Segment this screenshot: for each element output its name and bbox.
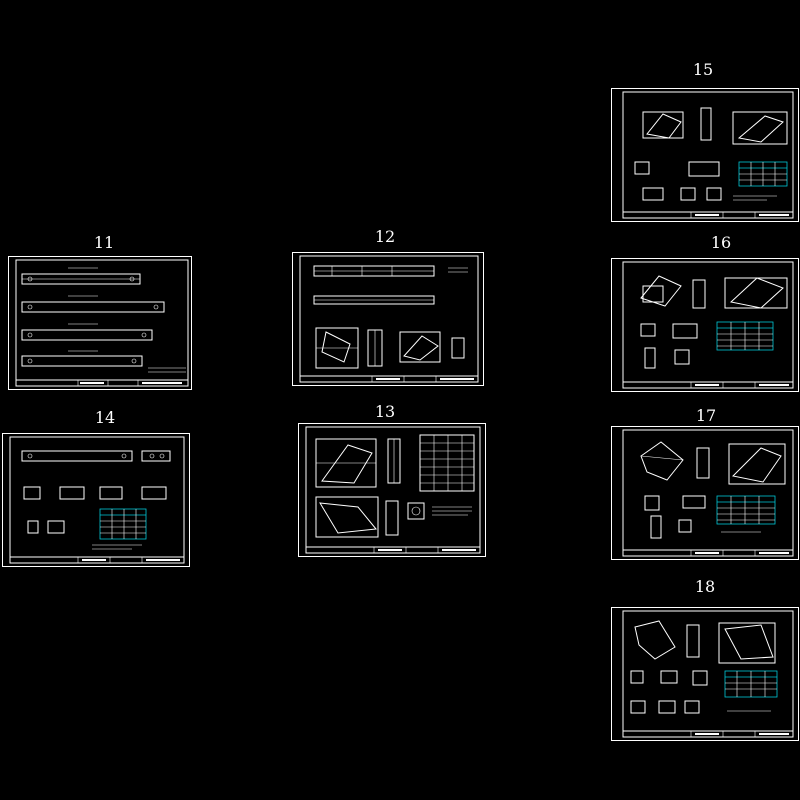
sections <box>630 670 708 714</box>
title-block <box>623 211 793 218</box>
joint-detail-left <box>315 327 383 369</box>
drawing-sheet-12[interactable] <box>292 252 484 386</box>
material-table <box>733 161 788 201</box>
drawing-sheet-17[interactable] <box>611 426 799 560</box>
drawing-sheet-15[interactable] <box>611 88 799 222</box>
connection-detail <box>640 441 786 485</box>
title-block <box>623 730 793 737</box>
sheet-label-14: 14 <box>94 408 116 427</box>
drawing-sheet-11[interactable] <box>8 256 192 390</box>
node-plan <box>315 438 401 488</box>
material-table <box>716 321 774 351</box>
title-block <box>306 546 480 553</box>
sections <box>640 323 698 369</box>
sheet-label-16: 16 <box>710 233 732 252</box>
beam-elevation <box>313 265 468 305</box>
sheet-label-15: 15 <box>692 60 714 79</box>
sheet-label-13: 13 <box>374 402 396 421</box>
title-block <box>623 549 793 556</box>
joint-detail-right <box>399 331 465 363</box>
sheet-label-11: 11 <box>93 233 115 252</box>
drawing-sheet-16[interactable] <box>611 258 799 392</box>
connection-detail <box>640 275 788 309</box>
drawing-sheet-18[interactable] <box>611 607 799 741</box>
connection-detail <box>642 107 788 145</box>
beam-elevation <box>21 450 171 462</box>
material-table <box>419 434 475 516</box>
material-table <box>724 670 778 712</box>
material-table <box>92 508 147 550</box>
sheet-label-18: 18 <box>694 577 716 596</box>
title-block <box>16 367 188 386</box>
node-elevation <box>315 496 425 538</box>
sections <box>644 495 706 539</box>
sheet-label-12: 12 <box>374 227 396 246</box>
material-table <box>716 495 776 533</box>
drawing-sheet-14[interactable] <box>2 433 190 567</box>
connection-detail <box>634 620 776 664</box>
drawing-sheet-13[interactable] <box>298 423 486 557</box>
title-block <box>623 381 793 388</box>
sheet-label-17: 17 <box>695 406 717 425</box>
sections <box>634 161 722 201</box>
beam-elevations <box>21 267 165 367</box>
title-block <box>10 556 184 563</box>
title-block <box>300 375 478 382</box>
section-details <box>23 486 167 534</box>
